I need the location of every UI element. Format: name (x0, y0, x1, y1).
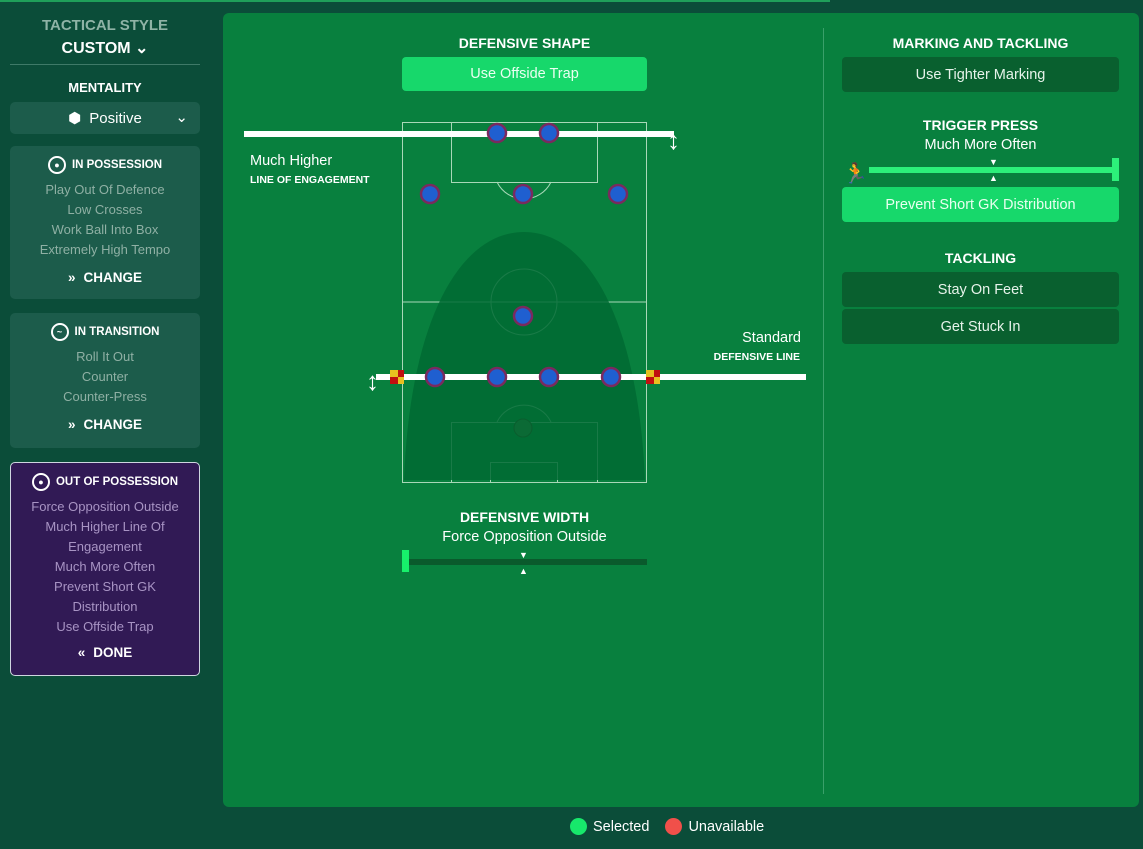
done-button[interactable]: « DONE (11, 645, 199, 660)
tighter-marking-button[interactable]: Use Tighter Marking (842, 57, 1119, 92)
card-title: IN POSSESSION (71, 159, 163, 171)
list-item: Counter-Press (63, 389, 147, 404)
trigger-press-handle (1112, 158, 1119, 181)
defensive-shape-title: DEFENSIVE SHAPE (458, 35, 591, 51)
chevron-down-icon: ⌄ (135, 40, 149, 57)
in-possession-card: ● IN POSSESSION Play Out Of Defence Low C… (10, 146, 200, 299)
in-transition-card: ~ IN TRANSITION Roll It Out Counter Count… (10, 313, 200, 448)
player-marker (512, 183, 534, 205)
chevrons-right-icon: » (67, 270, 76, 285)
change-button[interactable]: » CHANGE (10, 270, 200, 285)
button-label: CHANGE (83, 417, 143, 432)
tactical-style-label: TACTICAL STYLE (41, 17, 169, 34)
engagement-value: Much Higher (250, 153, 333, 169)
prevent-short-gk-button[interactable]: Prevent Short GK Distribution (842, 187, 1119, 222)
goalkeeper-marker (513, 418, 533, 438)
defensive-width-value: Force Opposition Outside (442, 529, 607, 545)
offside-trap-button[interactable]: Use Offside Trap (402, 57, 647, 91)
mentality-dropdown[interactable]: ⬢ Positive ⌄ (10, 102, 200, 134)
player-marker (607, 183, 629, 205)
defensive-line-label: DEFENSIVE LINE (713, 351, 800, 363)
trigger-press-value: Much More Often (924, 137, 1037, 153)
chevrons-left-icon: « (77, 645, 86, 660)
player-marker (486, 122, 508, 144)
player-marker (538, 366, 560, 388)
selected-dot-icon (570, 818, 587, 835)
legend-selected: Selected (593, 818, 650, 835)
player-marker (512, 305, 534, 327)
top-accent (0, 0, 830, 2)
player-marker (538, 122, 560, 144)
corner-flag-icon (646, 370, 660, 384)
defensive-width-title: DEFENSIVE WIDTH (459, 509, 590, 525)
corner-flag-icon (390, 370, 404, 384)
get-stuck-in-button[interactable]: Get Stuck In (842, 309, 1119, 344)
mentality-value: Positive (89, 109, 142, 127)
list-item: Force Opposition Outside (31, 499, 179, 514)
change-button[interactable]: » CHANGE (10, 417, 200, 432)
up-down-arrow-icon: ↕ (667, 125, 680, 155)
player-marker (424, 366, 446, 388)
list-item: Extremely High Tempo (39, 242, 171, 257)
player-marker (419, 183, 441, 205)
width-slider-track (405, 559, 647, 565)
list-item: Work Ball Into Box (51, 222, 159, 237)
list-item: Much More Often (54, 559, 156, 574)
main-panel (223, 13, 1139, 807)
player-marker (600, 366, 622, 388)
trigger-press-title: TRIGGER PRESS (922, 117, 1039, 133)
legend: Selected Unavailable (570, 818, 764, 835)
list-item: Play Out Of Defence (45, 182, 165, 197)
divider (10, 64, 200, 65)
stay-on-feet-button[interactable]: Stay On Feet (842, 272, 1119, 307)
tactical-style-value: CUSTOM (61, 40, 131, 57)
card-title: OUT OF POSSESSION (55, 476, 179, 488)
trigger-press-track (869, 167, 1117, 173)
defensive-line (376, 374, 806, 380)
shield-icon: ⬢ (68, 110, 82, 127)
list-item: Counter (81, 369, 129, 384)
chevrons-right-icon: » (67, 417, 76, 432)
button-label: DONE (93, 645, 133, 660)
chevron-down-icon: ⌄ (175, 109, 188, 126)
list-item: Roll It Out (76, 349, 134, 364)
list-item: Low Crosses (67, 202, 143, 217)
marker-icon: ▼ (989, 157, 998, 167)
list-item: Much Higher Line Of Engagement (45, 519, 165, 554)
legend-unavailable: Unavailable (688, 818, 765, 835)
marking-title: MARKING AND TACKLING (892, 35, 1069, 51)
out-of-possession-card: ● OUT OF POSSESSION Force Opposition Outs… (10, 462, 200, 676)
marker-icon: ▲ (519, 566, 528, 576)
running-player-icon: 🏃 (843, 161, 868, 185)
tackling-title: TACKLING (944, 250, 1017, 266)
card-title: IN TRANSITION (74, 326, 160, 338)
engagement-label: LINE OF ENGAGEMENT (250, 174, 370, 186)
transition-icon: ~ (50, 323, 69, 341)
width-slider-handle (402, 550, 409, 572)
divider (823, 28, 824, 794)
up-down-arrow-icon: ↕ (366, 366, 379, 396)
marker-icon: ▲ (989, 173, 998, 183)
tactical-style-dropdown[interactable]: CUSTOM ⌄ (10, 38, 200, 58)
unavailable-dot-icon (665, 818, 683, 835)
defensive-coverage-area (404, 232, 645, 480)
list-item: Use Offside Trap (56, 619, 154, 634)
list-item: Prevent Short GK Distribution (54, 579, 156, 614)
button-label: CHANGE (83, 270, 143, 285)
player-marker (486, 366, 508, 388)
marker-icon: ▼ (519, 550, 528, 560)
engagement-line (244, 131, 674, 137)
ball-icon: ● (31, 473, 50, 491)
ball-icon: ● (47, 156, 66, 174)
mentality-label: MENTALITY (68, 80, 142, 95)
defensive-line-value: Standard (742, 330, 801, 346)
